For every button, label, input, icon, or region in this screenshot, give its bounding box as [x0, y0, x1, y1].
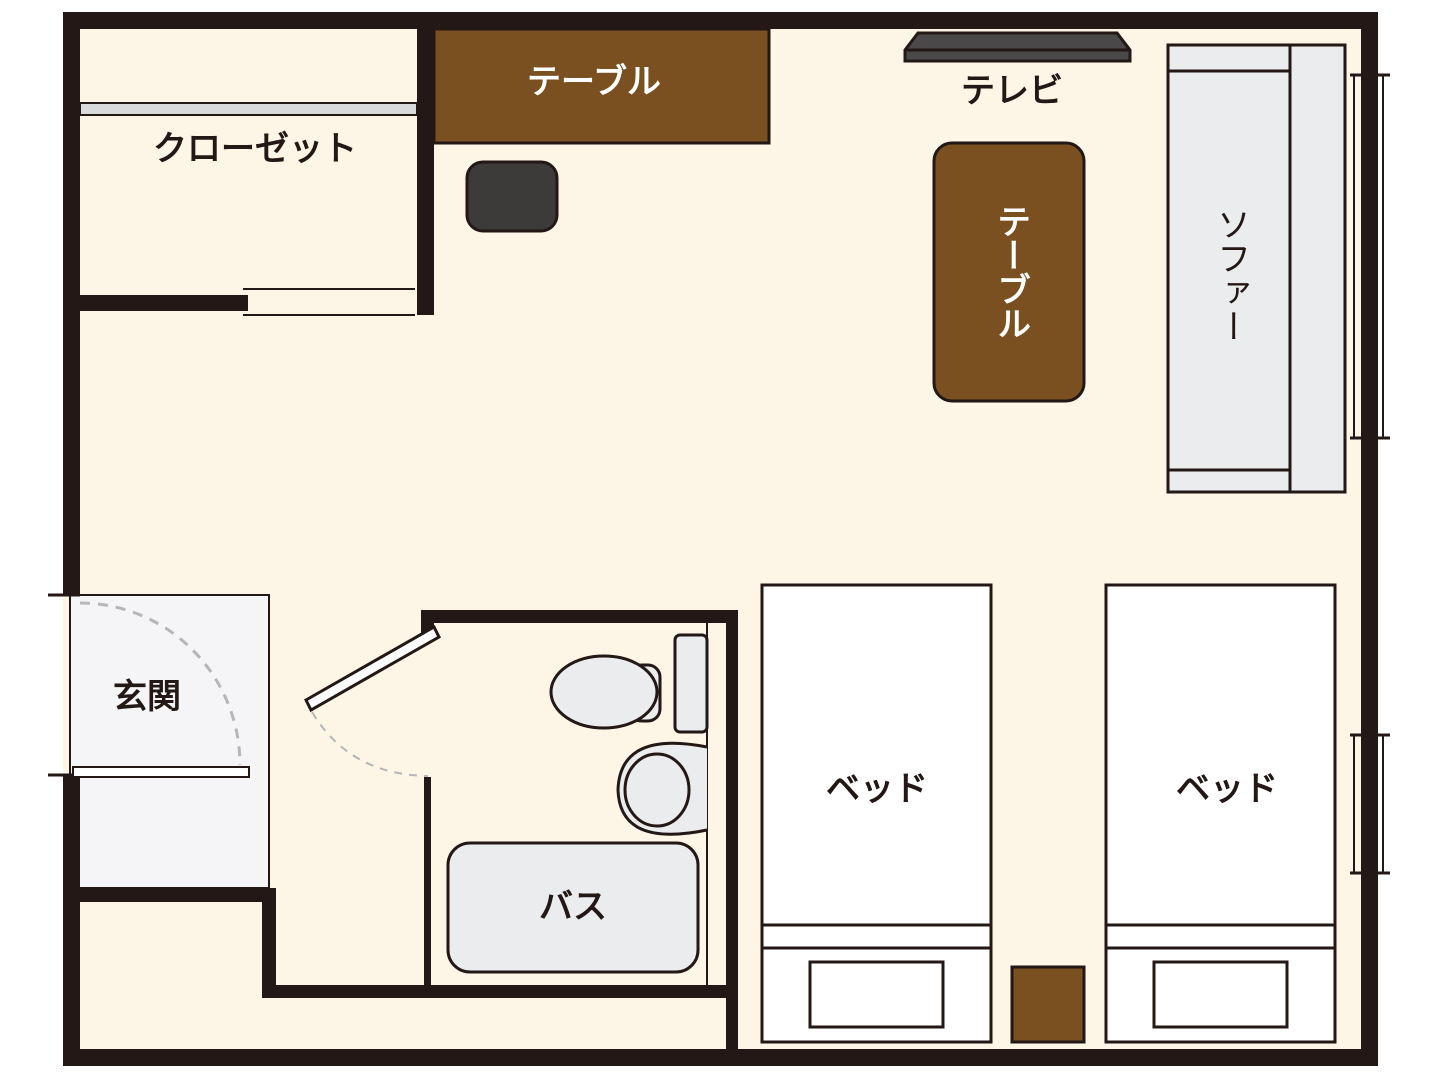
closet-label: クローゼット [153, 129, 357, 169]
closet: クローゼット [79, 29, 434, 316]
coffee-table-label: テーブル [991, 204, 1031, 340]
window-upper [1350, 73, 1390, 440]
nightstand [1010, 965, 1086, 1044]
tv: テレビ [903, 31, 1132, 111]
bathtub: バス [446, 841, 700, 974]
bed-right: ベッド [1104, 583, 1337, 1044]
bath-door [304, 624, 441, 777]
interior-walls [80, 610, 738, 1049]
toilet [549, 633, 709, 734]
desk: テーブル [432, 27, 771, 145]
coffee-table: テーブル [932, 141, 1086, 403]
tv-label: テレビ [961, 71, 1063, 111]
sofa-label: ソファー [1211, 207, 1251, 343]
entrance-door: 玄関 [72, 601, 250, 778]
sofa: ソファー [1166, 43, 1347, 494]
window-lower [1350, 733, 1390, 875]
entrance-area [69, 594, 270, 889]
bed-left-label: ベッド [826, 769, 928, 809]
bed-right-label: ベッド [1176, 769, 1278, 809]
sink [616, 741, 708, 836]
bed-left: ベッド [760, 583, 993, 1044]
entrance-label: 玄関 [113, 677, 181, 717]
bath-label: バス [539, 887, 607, 927]
outer-walls [63, 12, 1378, 1066]
desk-label: テーブル [527, 62, 661, 102]
chair [465, 160, 559, 233]
